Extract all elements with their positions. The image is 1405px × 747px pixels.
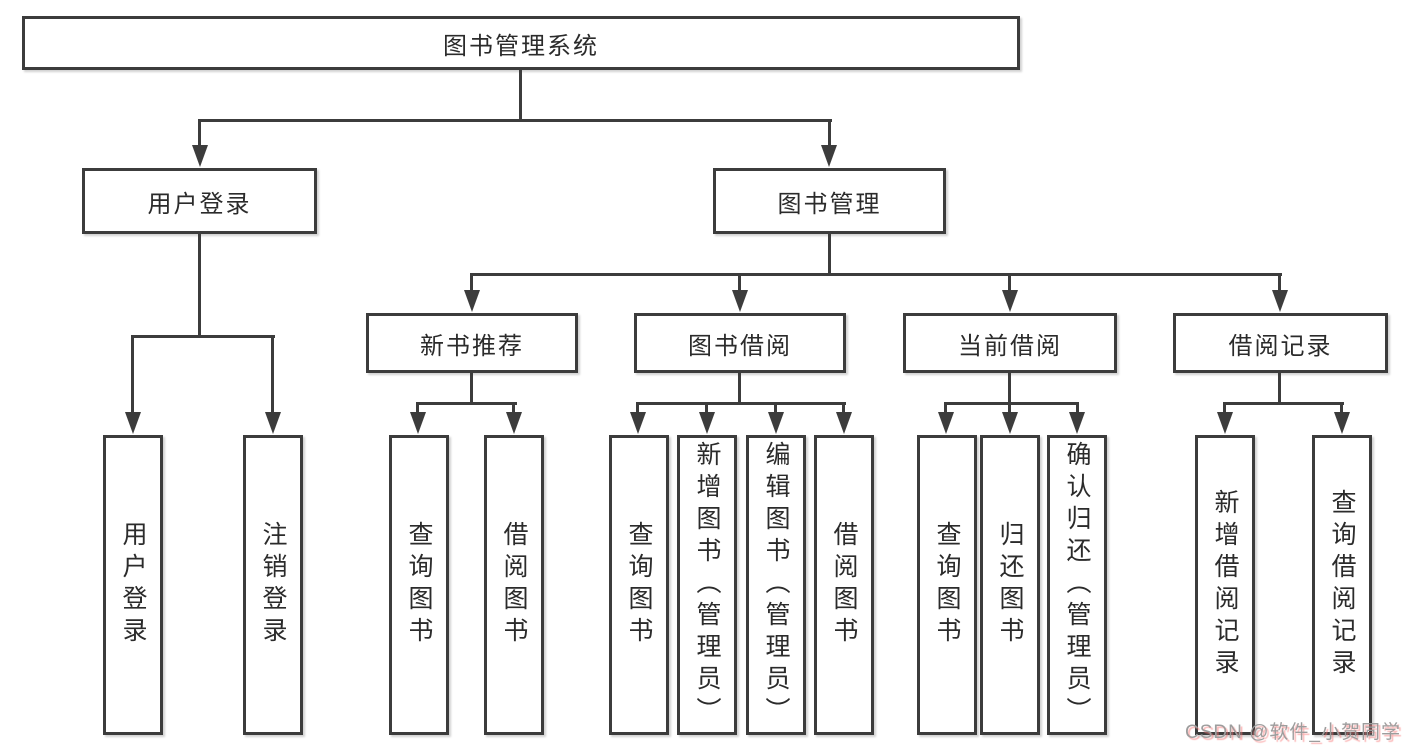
arrowhead-br-query — [1334, 412, 1350, 434]
leaf-bb-query-books: 查询图书 — [609, 435, 669, 735]
node-book-borrowing: 图书借阅 — [634, 313, 846, 373]
leaf-logout: 注销登录 — [243, 435, 303, 735]
connector-book-borrowing-down — [738, 371, 741, 405]
node-user-login: 用户登录 — [82, 168, 317, 234]
connector-borrowing-records-stem — [1278, 273, 1281, 295]
connector-br-query-stem — [1340, 402, 1343, 415]
leaf-bb-add-books-admin: 新增图书（管理员） — [677, 435, 737, 735]
node-current-borrowing: 当前借阅 — [903, 313, 1117, 373]
connector-leaf-login-stem — [131, 335, 134, 413]
connector-bb-edit-stem — [774, 402, 777, 415]
leaf-user-login: 用户登录 — [103, 435, 163, 735]
leaf-br-add-record: 新增借阅记录 — [1195, 435, 1255, 735]
connector-user-login-down — [198, 232, 201, 337]
connector-new-book-down — [470, 371, 473, 405]
connector-borrowing-records-bar — [1223, 402, 1344, 405]
leaf-bb-edit-books-admin: 编辑图书（管理员） — [746, 435, 806, 735]
leaf-br-query-record: 查询借阅记录 — [1312, 435, 1372, 735]
connector-nbr-borrow-stem — [512, 402, 515, 415]
watermark: CSDN @软件_小贺同学 — [1185, 722, 1401, 743]
connector-user-login-stem — [198, 119, 201, 149]
arrowhead-nbr-query — [410, 412, 426, 434]
leaf-bb-borrow-books: 借阅图书 — [814, 435, 874, 735]
connector-cb-return-stem — [1008, 402, 1011, 415]
arrowhead-bb-query — [630, 412, 646, 434]
connector-root-stem — [519, 68, 522, 122]
connector-level2-bar — [198, 119, 832, 122]
leaf-nbr-borrow-books: 借阅图书 — [484, 435, 544, 735]
arrowhead-cb-query — [938, 412, 954, 434]
connector-br-add-stem — [1223, 402, 1226, 415]
leaf-nbr-query-books: 查询图书 — [389, 435, 449, 735]
leaf-cb-return-books: 归还图书 — [980, 435, 1040, 735]
node-new-book-recommend: 新书推荐 — [366, 313, 578, 373]
connector-bb-query-stem — [636, 402, 639, 415]
leaf-cb-query-books: 查询图书 — [917, 435, 977, 735]
arrowhead-book-borrowing — [732, 290, 748, 312]
node-root: 图书管理系统 — [22, 16, 1020, 70]
connector-bb-borrow-stem — [842, 402, 845, 415]
connector-book-borrowing-stem — [738, 273, 741, 295]
connector-book-management-down — [828, 232, 831, 276]
arrowhead-bb-borrow — [836, 412, 852, 434]
arrowhead-cb-return — [1002, 412, 1018, 434]
node-book-management: 图书管理 — [713, 168, 946, 234]
connector-new-book-stem — [470, 273, 473, 295]
connector-cb-confirm-stem — [1076, 402, 1079, 415]
connector-nbr-query-stem — [416, 402, 419, 415]
arrowhead-user-login — [192, 145, 208, 167]
leaf-cb-confirm-return-admin: 确认归还（管理员） — [1047, 435, 1107, 735]
arrowhead-br-add — [1217, 412, 1233, 434]
connector-leaf-logout-stem — [271, 335, 274, 413]
connector-borrowing-records-down — [1278, 371, 1281, 405]
connector-user-login-bar — [131, 335, 275, 338]
arrowhead-leaf-logout — [265, 412, 281, 434]
arrowhead-leaf-login — [125, 412, 141, 434]
arrowhead-book-management — [821, 145, 837, 167]
connector-level3-bar — [470, 273, 1282, 276]
arrowhead-cb-confirm — [1069, 412, 1085, 434]
connector-cb-query-stem — [944, 402, 947, 415]
arrowhead-bb-edit — [768, 412, 784, 434]
arrowhead-nbr-borrow — [506, 412, 522, 434]
connector-book-borrowing-bar — [636, 402, 846, 405]
arrowhead-new-book — [464, 290, 480, 312]
connector-current-borrowing-stem — [1008, 273, 1011, 295]
arrowhead-bb-add — [699, 412, 715, 434]
connector-book-management-stem — [828, 119, 831, 149]
connector-current-borrowing-down — [1008, 371, 1011, 405]
connector-current-borrowing-bar — [944, 402, 1079, 405]
node-borrowing-records: 借阅记录 — [1173, 313, 1388, 373]
connector-bb-add-stem — [705, 402, 708, 415]
connector-new-book-bar — [416, 402, 517, 405]
arrowhead-borrowing-records — [1272, 290, 1288, 312]
arrowhead-current-borrowing — [1002, 290, 1018, 312]
